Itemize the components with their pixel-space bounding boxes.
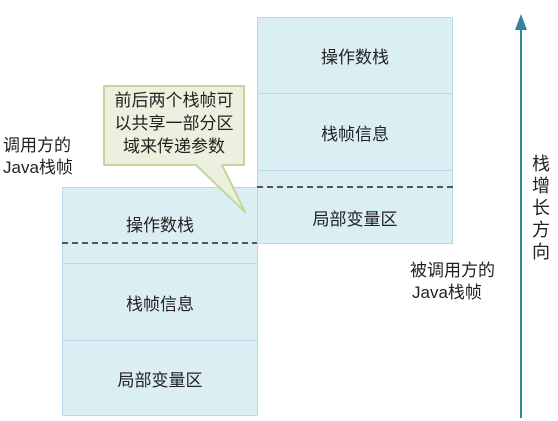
caller-label-line-1: 调用方的	[3, 136, 71, 155]
callee-label: 被调用方的 Java栈帧	[410, 260, 495, 304]
callee-operand-stack-label: 操作数栈	[321, 48, 389, 67]
callout-line-1: 前后两个栈帧可	[114, 91, 234, 110]
growth-char-4: 方	[532, 220, 550, 240]
caller-operand-stack: 操作数栈	[62, 187, 258, 264]
caller-shared-boundary	[62, 242, 258, 244]
caller-frame-info-label: 栈帧信息	[126, 294, 194, 314]
caller-operand-stack-label: 操作数栈	[126, 216, 194, 235]
growth-char-2: 增	[532, 176, 550, 196]
growth-direction-label: 栈 增 长 方 向	[531, 153, 551, 263]
callout-line-3: 域来传递参数	[123, 137, 225, 156]
callee-frame-info: 栈帧信息	[257, 93, 453, 171]
growth-char-1: 栈	[532, 154, 550, 174]
growth-arrow-head	[515, 14, 527, 30]
callee-label-line-2: Java栈帧	[412, 283, 482, 302]
callout-text: 前后两个栈帧可 以共享一部分区 域来传递参数	[104, 89, 244, 158]
growth-char-3: 长	[532, 198, 550, 218]
caller-local-vars: 局部变量区	[62, 340, 258, 416]
callee-local-vars-label: 局部变量区	[312, 209, 398, 229]
caller-frame-info: 栈帧信息	[62, 263, 258, 341]
caller-label: 调用方的 Java栈帧	[3, 135, 73, 179]
callee-local-vars: 局部变量区	[257, 170, 453, 244]
caller-local-vars-label: 局部变量区	[117, 370, 203, 390]
callee-operand-stack: 操作数栈	[257, 17, 453, 94]
caller-label-line-2: Java栈帧	[3, 158, 73, 177]
callout-line-2: 以共享一部分区	[114, 114, 234, 133]
callee-shared-boundary	[257, 186, 453, 188]
callee-frame-info-label: 栈帧信息	[321, 124, 389, 144]
callout-bubble	[103, 85, 246, 213]
callee-label-line-1: 被调用方的	[410, 261, 495, 280]
growth-char-5: 向	[532, 242, 550, 262]
